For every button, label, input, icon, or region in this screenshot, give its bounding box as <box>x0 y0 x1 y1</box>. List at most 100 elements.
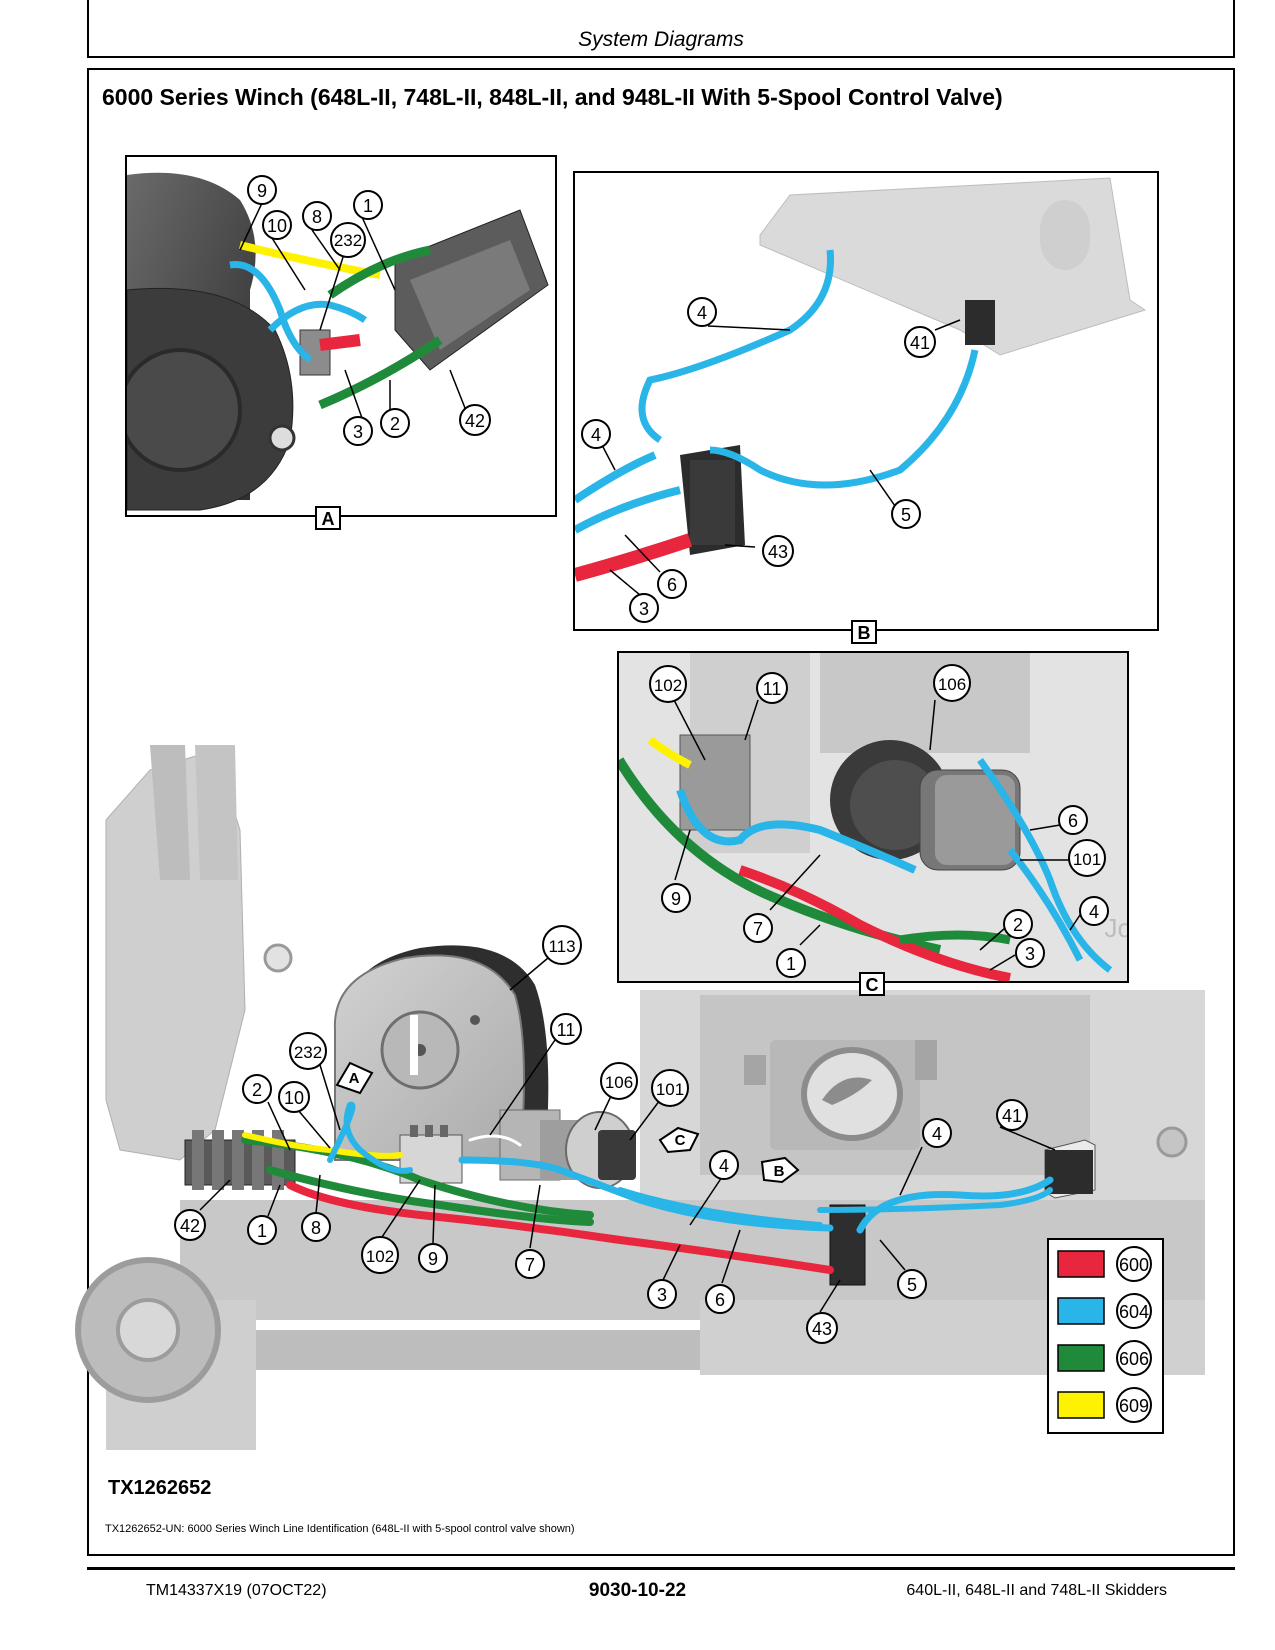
callout-main-10-label: 10 <box>284 1088 304 1108</box>
legend-code-circle <box>1116 1340 1152 1376</box>
callout-a-2-label: 2 <box>390 414 400 434</box>
content-frame <box>87 68 1235 1556</box>
callout-main-41: 41 <box>996 1099 1028 1131</box>
callout-c-3: 3 <box>1015 938 1045 968</box>
legend-code-label: 606 <box>1119 1349 1149 1369</box>
callout-main-101-label: 101 <box>656 1080 684 1099</box>
callout-b-4-top-label: 4 <box>697 303 707 323</box>
legend-row-600: 600 <box>1057 1246 1152 1282</box>
callout-c-9-label: 9 <box>671 889 681 909</box>
callout-a-9: 9 <box>247 175 277 205</box>
callout-main-11-label: 11 <box>557 1020 576 1040</box>
header-title: System Diagrams <box>578 28 744 51</box>
legend-row-606: 606 <box>1057 1340 1152 1376</box>
callout-c-7-label: 7 <box>753 919 763 939</box>
legend-row-604: 604 <box>1057 1293 1152 1329</box>
pointer-c-text: C <box>675 1132 686 1149</box>
pointer-c: C <box>658 1126 700 1154</box>
view-label-b: B <box>851 620 877 644</box>
inset-c: Jo <box>617 651 1129 983</box>
footer-rule <box>87 1567 1235 1570</box>
callout-c-2-label: 2 <box>1013 915 1023 935</box>
callout-a-3: 3 <box>343 416 373 446</box>
callout-main-3-label: 3 <box>657 1285 667 1305</box>
legend-row-609: 609 <box>1057 1387 1152 1423</box>
callout-c-101-label: 101 <box>1073 850 1101 869</box>
callout-b-41: 41 <box>904 326 936 358</box>
callout-main-9: 9 <box>418 1243 448 1273</box>
callout-main-4-a-label: 4 <box>932 1124 942 1144</box>
legend-code-label: 600 <box>1119 1255 1149 1275</box>
callout-a-2: 2 <box>380 408 410 438</box>
callout-main-2-label: 2 <box>252 1080 262 1100</box>
legend-swatch-600 <box>1057 1250 1105 1278</box>
callout-main-41-label: 41 <box>1002 1106 1022 1126</box>
callout-main-10: 10 <box>278 1081 310 1113</box>
callout-main-5-label: 5 <box>907 1275 917 1295</box>
callout-b-5-label: 5 <box>901 505 911 525</box>
callout-main-42: 42 <box>174 1209 206 1241</box>
winch-motor <box>499 1109 636 1189</box>
callout-main-1-label: 1 <box>257 1221 267 1241</box>
callout-main-4-b-label: 4 <box>719 1156 729 1176</box>
callout-main-6-label: 6 <box>715 1290 725 1310</box>
callout-c-106: 106 <box>933 664 971 702</box>
callout-a-232-label: 232 <box>334 231 362 250</box>
footer-page-number: 9030-10-22 <box>588 1580 687 1601</box>
legend-code-circle <box>1116 1246 1152 1282</box>
legend-code-circle <box>1116 1293 1152 1329</box>
legend-swatch-609 <box>1057 1391 1105 1419</box>
callout-main-7-label: 7 <box>525 1255 535 1275</box>
callout-main-4-a: 4 <box>922 1118 952 1148</box>
footer-product: 640L-II, 648L-II and 748L-II Skidders <box>906 1582 1167 1599</box>
header-frame: System Diagrams <box>87 0 1235 58</box>
callout-b-3-label: 3 <box>639 599 649 619</box>
callout-c-1-label: 1 <box>786 954 796 974</box>
callout-a-1-label: 1 <box>363 196 373 216</box>
pointer-a-text: A <box>349 1070 360 1087</box>
figure-caption: TX1262652-UN: 6000 Series Winch Line Ide… <box>105 1523 575 1535</box>
view-label-c-text: C <box>866 975 879 995</box>
callout-main-43-label: 43 <box>812 1319 832 1339</box>
callout-main-101: 101 <box>651 1069 689 1107</box>
callout-main-42-label: 42 <box>180 1216 200 1236</box>
control-valve-5-spool <box>184 1130 296 1190</box>
view-labels: A B C <box>315 506 885 996</box>
callout-c-9: 9 <box>661 883 691 913</box>
callout-b-43: 43 <box>762 535 794 567</box>
callout-b-41-label: 41 <box>910 333 930 353</box>
callout-a-232: 232 <box>330 222 366 258</box>
callout-b-4-top: 4 <box>687 297 717 327</box>
callout-main-113: 113 <box>542 925 582 965</box>
callout-main-106: 106 <box>600 1062 638 1100</box>
callout-c-11: 11 <box>756 672 788 704</box>
callout-a-8: 8 <box>302 201 332 231</box>
callout-c-3-label: 3 <box>1025 944 1035 964</box>
callout-c-106-label: 106 <box>938 675 966 694</box>
callout-main-1: 1 <box>247 1215 277 1245</box>
callout-main-43: 43 <box>806 1312 838 1344</box>
leader-lines <box>199 202 1081 1313</box>
main-machine-view <box>75 745 1205 1450</box>
view-label-a: A <box>315 506 341 530</box>
callout-c-6-label: 6 <box>1068 811 1078 831</box>
callout-main-11: 11 <box>550 1013 582 1045</box>
legend-swatch-606 <box>1057 1344 1105 1372</box>
callout-b-4-left-label: 4 <box>591 425 601 445</box>
color-legend: 600 604 606 609 <box>1047 1238 1164 1434</box>
callout-c-7: 7 <box>743 913 773 943</box>
callout-c-4-label: 4 <box>1089 902 1099 922</box>
callout-c-102-label: 102 <box>654 676 682 695</box>
callout-c-102: 102 <box>649 665 687 703</box>
figure-id: TX1262652 <box>108 1477 212 1499</box>
callout-a-9-label: 9 <box>257 181 267 201</box>
callout-main-6: 6 <box>705 1284 735 1314</box>
legend-code-label: 604 <box>1119 1302 1149 1322</box>
inset-b <box>573 171 1159 631</box>
view-label-b-text: B <box>858 623 871 643</box>
view-label-a-text: A <box>322 509 335 529</box>
section-title: 6000 Series Winch (648L-II, 748L-II, 848… <box>102 84 1003 110</box>
callout-a-10-label: 10 <box>267 216 287 236</box>
valve-43 <box>829 1204 866 1286</box>
